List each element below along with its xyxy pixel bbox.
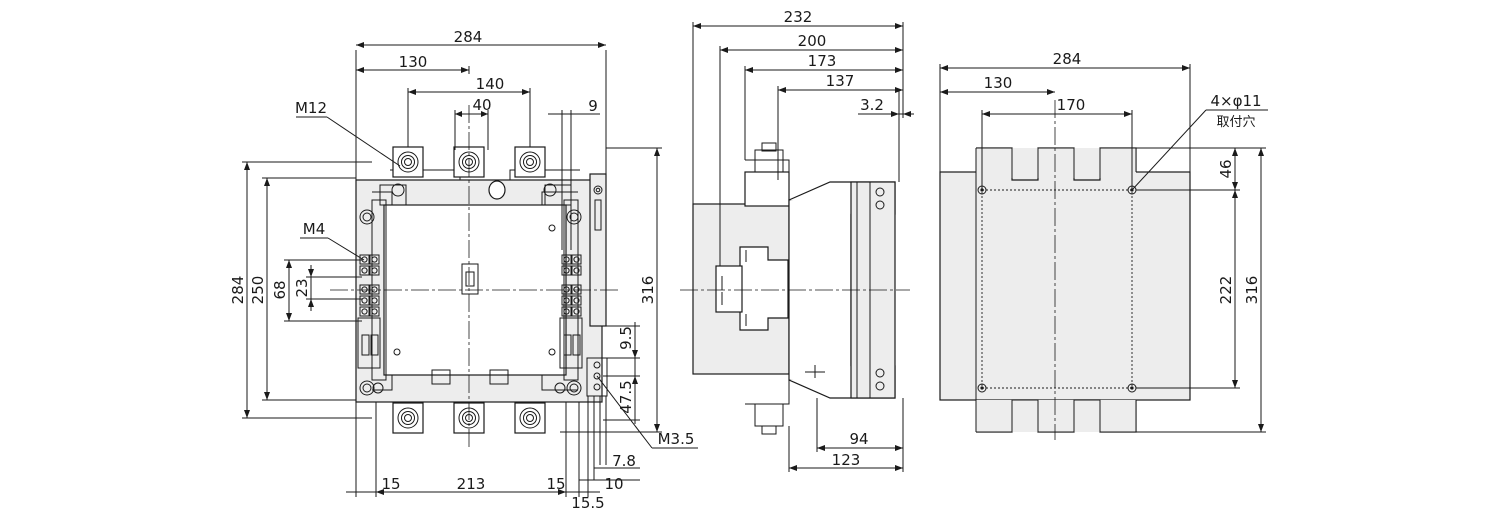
side-dim-3-2: 3.2	[860, 96, 884, 114]
side-depth-232: 232	[784, 8, 813, 26]
front-dim-23: 23	[293, 278, 311, 297]
mounting-view	[939, 64, 1268, 440]
front-bottom-7-8: 7.8	[612, 452, 636, 470]
front-view	[242, 42, 698, 497]
mount-dim-222: 222	[1217, 276, 1235, 305]
dimension-labels: 284 130 140 40 9 M12 M4 M3.5 284 250 68 …	[229, 8, 1262, 511]
front-bottom-15-5: 15.5	[571, 494, 604, 511]
side-view	[680, 22, 914, 472]
label-m35: M3.5	[658, 430, 695, 448]
front-bottom-15-right: 15	[546, 475, 565, 493]
mount-width-284: 284	[1053, 50, 1082, 68]
front-bottom-10: 10	[604, 475, 623, 493]
front-dim-9: 9	[588, 97, 598, 115]
mount-dim-170: 170	[1057, 96, 1086, 114]
label-m4: M4	[303, 220, 326, 238]
front-height-316: 316	[639, 276, 657, 305]
front-height-250: 250	[249, 276, 267, 305]
front-dim-68: 68	[271, 280, 289, 299]
front-dim-130: 130	[399, 53, 428, 71]
front-dim-140: 140	[476, 75, 505, 93]
mount-dim-46: 46	[1217, 159, 1235, 178]
side-depth-173: 173	[808, 52, 837, 70]
front-bottom-15-left: 15	[381, 475, 400, 493]
mount-dim-130: 130	[984, 74, 1013, 92]
side-dim-94: 94	[849, 430, 868, 448]
label-holes-count: 4×φ11	[1210, 92, 1261, 110]
front-bottom-213: 213	[457, 475, 486, 493]
label-m12: M12	[295, 99, 327, 117]
front-height-284: 284	[229, 276, 247, 305]
side-depth-200: 200	[798, 32, 827, 50]
front-width-284: 284	[454, 28, 483, 46]
side-dim-123: 123	[832, 451, 861, 469]
side-depth-137: 137	[826, 72, 855, 90]
front-dim-9-5: 9.5	[617, 326, 635, 350]
front-dim-47-5: 47.5	[617, 380, 635, 413]
front-dim-40: 40	[472, 96, 491, 114]
label-holes-note: 取付穴	[1216, 115, 1255, 130]
mount-height-316: 316	[1243, 276, 1261, 305]
